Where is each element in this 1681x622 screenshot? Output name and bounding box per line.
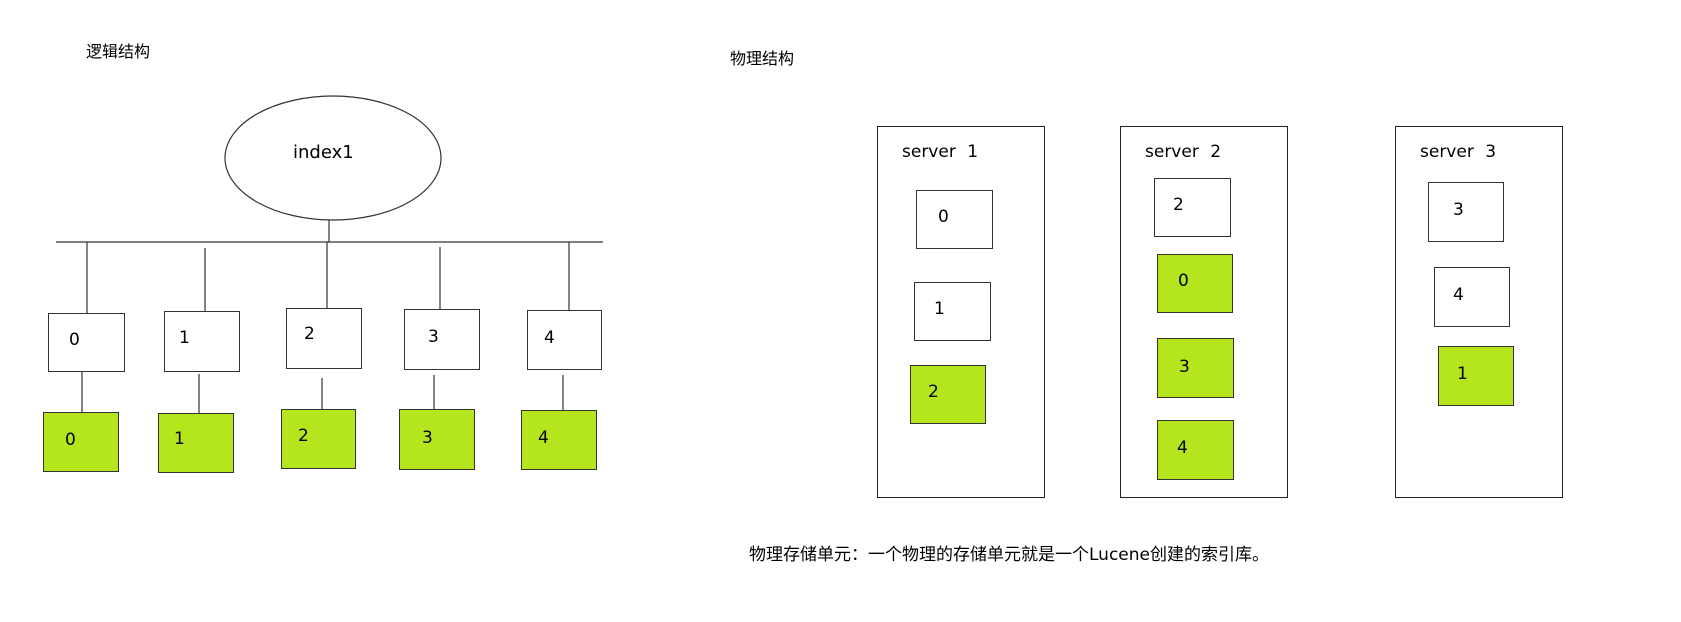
shard-number: 2	[928, 382, 939, 402]
primary-shard-4: 4	[527, 310, 602, 370]
server-1-shard-1: 1	[914, 282, 991, 341]
replica-shard-3: 3	[399, 409, 475, 470]
replica-shard-1: 1	[158, 413, 234, 473]
shard-number: 1	[934, 299, 945, 319]
shard-number: 3	[1453, 200, 1464, 220]
shard-number: 2	[298, 426, 309, 446]
primary-shard-1: 1	[164, 311, 240, 372]
replica-shard-0: 0	[43, 412, 119, 472]
physical-title: 物理结构	[730, 49, 795, 68]
shard-number: 0	[69, 330, 80, 350]
shard-number: 4	[1177, 438, 1188, 458]
shard-number: 2	[1173, 195, 1184, 215]
index-label: index1	[293, 142, 354, 163]
shard-number: 0	[65, 430, 76, 450]
server-2-shard-3: 3	[1157, 338, 1234, 398]
shard-number: 4	[544, 328, 555, 348]
shard-number: 0	[938, 207, 949, 227]
shard-number: 1	[1457, 364, 1468, 384]
shard-number: 0	[1178, 271, 1189, 291]
primary-shard-2: 2	[286, 308, 362, 369]
server-2-label: server 2	[1145, 142, 1221, 162]
logical-title: 逻辑结构	[86, 42, 151, 61]
server-2-shard-0: 0	[1157, 254, 1233, 313]
shard-number: 3	[1179, 357, 1190, 377]
shard-number: 1	[174, 429, 185, 449]
shard-number: 3	[428, 327, 439, 347]
server-2-shard-2: 2	[1154, 178, 1231, 237]
server-2-shard-4: 4	[1157, 420, 1234, 480]
index-oval	[224, 95, 442, 221]
shard-number: 1	[179, 328, 190, 348]
server-number: 3	[1485, 142, 1497, 162]
server-3-shard-3: 3	[1428, 182, 1504, 242]
server-3-shard-4: 4	[1434, 267, 1510, 327]
server-number: 2	[1210, 142, 1222, 162]
server-1-label: server 1	[902, 142, 978, 162]
server-1-shard-2: 2	[910, 365, 986, 424]
server-name: server	[1420, 142, 1474, 162]
primary-shard-3: 3	[404, 309, 480, 370]
replica-shard-2: 2	[281, 409, 356, 469]
server-3-shard-1: 1	[1438, 346, 1514, 406]
shard-number: 2	[304, 324, 315, 344]
shard-number: 4	[1453, 285, 1464, 305]
shard-number: 3	[422, 428, 433, 448]
server-name: server	[902, 142, 956, 162]
server-name: server	[1145, 142, 1199, 162]
primary-shard-0: 0	[48, 313, 125, 372]
shard-number: 4	[538, 428, 549, 448]
server-3-label: server 3	[1420, 142, 1496, 162]
server-number: 1	[967, 142, 979, 162]
server-1-shard-0: 0	[916, 190, 993, 249]
replica-shard-4: 4	[521, 410, 597, 470]
physical-footnote: 物理存储单元：一个物理的存储单元就是一个Lucene创建的索引库。	[749, 545, 1269, 565]
